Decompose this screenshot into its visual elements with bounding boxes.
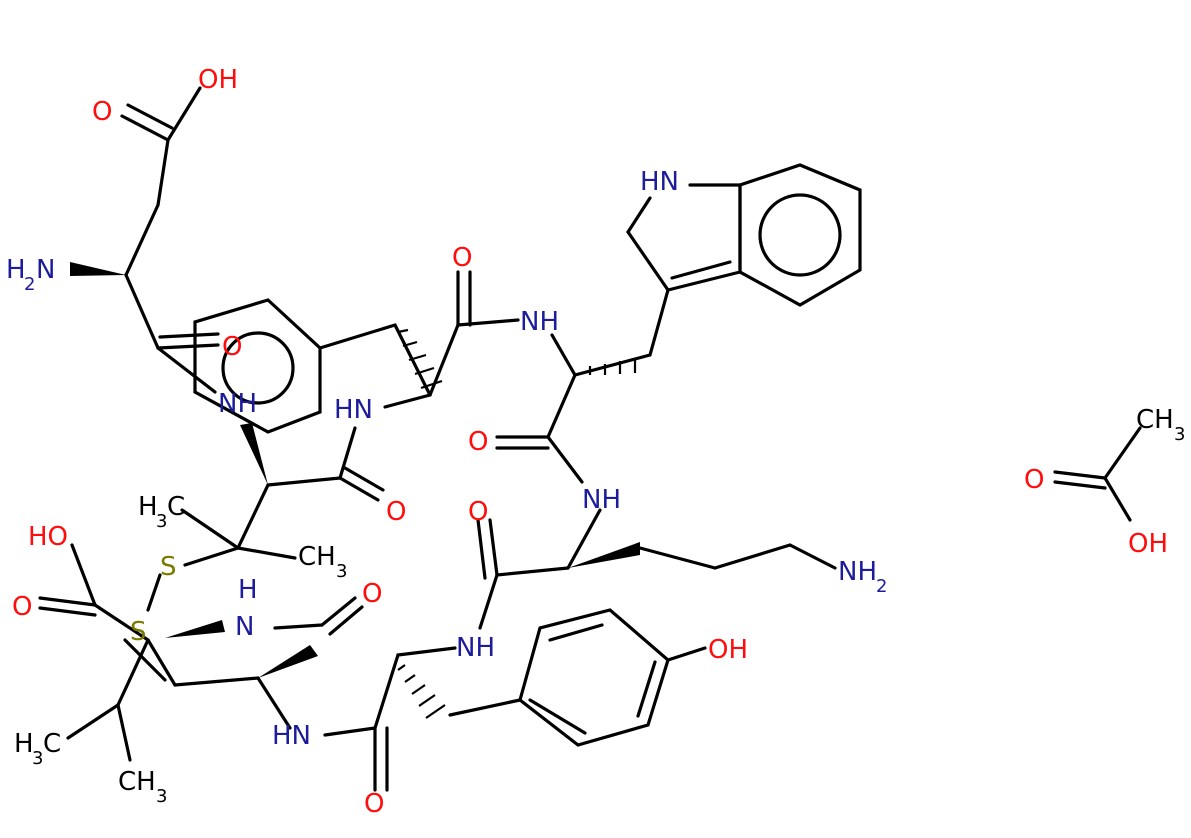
label-h3c-mid: H 3 C	[138, 492, 185, 532]
label-s-lower: S	[130, 617, 147, 647]
svg-text:N: N	[36, 255, 55, 285]
stereo-wedges	[70, 262, 640, 678]
label-oh-top: OH	[198, 65, 238, 95]
label-h2n-main: H 2 N	[6, 255, 55, 295]
label-ch3-bottom: CH 3	[118, 767, 167, 807]
svg-text:C: C	[43, 729, 61, 759]
label-o-ring-lower: O	[362, 579, 382, 609]
label-ch3-mid: CH 3	[298, 542, 347, 582]
label-nh-inner: NH	[218, 389, 257, 419]
label-h-nh: H	[238, 575, 258, 605]
label-s-upper: S	[160, 552, 177, 582]
label-ch3-acetic: CH 3	[1136, 405, 1185, 445]
label-o-lys: O	[468, 497, 488, 527]
svg-text:3: 3	[32, 748, 43, 769]
label-hn-indole: HN	[640, 167, 679, 197]
svg-text:H: H	[14, 729, 34, 759]
stereo-hashes	[397, 328, 637, 719]
label-o-inner: O	[222, 332, 242, 362]
label-o-acid-left: O	[12, 592, 32, 622]
label-nh2-lys: NH 2	[838, 557, 887, 597]
label-o-mid-left: O	[386, 497, 406, 527]
label-nh-top-amide: NH	[520, 307, 559, 337]
label-o-bottom: O	[364, 789, 384, 819]
svg-text:CH: CH	[298, 542, 336, 572]
svg-text:C: C	[167, 492, 185, 522]
label-o-asp: O	[92, 97, 112, 127]
label-n-nh: N	[235, 612, 254, 642]
svg-text:2: 2	[876, 576, 887, 597]
label-ho-left: HO	[28, 522, 68, 552]
svg-text:3: 3	[336, 561, 347, 582]
label-o-acetic: O	[1024, 465, 1044, 495]
label-oh-tyr: OH	[708, 635, 748, 665]
label-h3c-bottom: H 3 C	[14, 729, 61, 769]
label-nh-trp: NH	[582, 485, 621, 515]
svg-text:2: 2	[24, 274, 35, 295]
label-o-trp: O	[468, 427, 488, 457]
svg-text:NH: NH	[838, 557, 877, 587]
svg-text:3: 3	[156, 511, 167, 532]
atom-labels: OH O H 2 N O NH HN O NH HN O NH O H 3 C …	[6, 65, 1185, 819]
svg-text:3: 3	[1174, 424, 1185, 445]
label-hn-bottom: HN	[272, 721, 311, 751]
svg-text:H: H	[138, 492, 158, 522]
svg-text:CH: CH	[118, 767, 156, 797]
label-hn-left: HN	[334, 395, 373, 425]
label-o-top-amide: O	[452, 243, 472, 273]
label-oh-acetic: OH	[1128, 529, 1168, 559]
svg-text:H: H	[6, 255, 26, 285]
svg-text:3: 3	[156, 786, 167, 807]
aromatic-ring-circle	[221, 331, 295, 405]
bond-layer	[38, 86, 1142, 792]
svg-text:CH: CH	[1136, 405, 1174, 435]
label-nh-tyr: NH	[456, 633, 495, 663]
